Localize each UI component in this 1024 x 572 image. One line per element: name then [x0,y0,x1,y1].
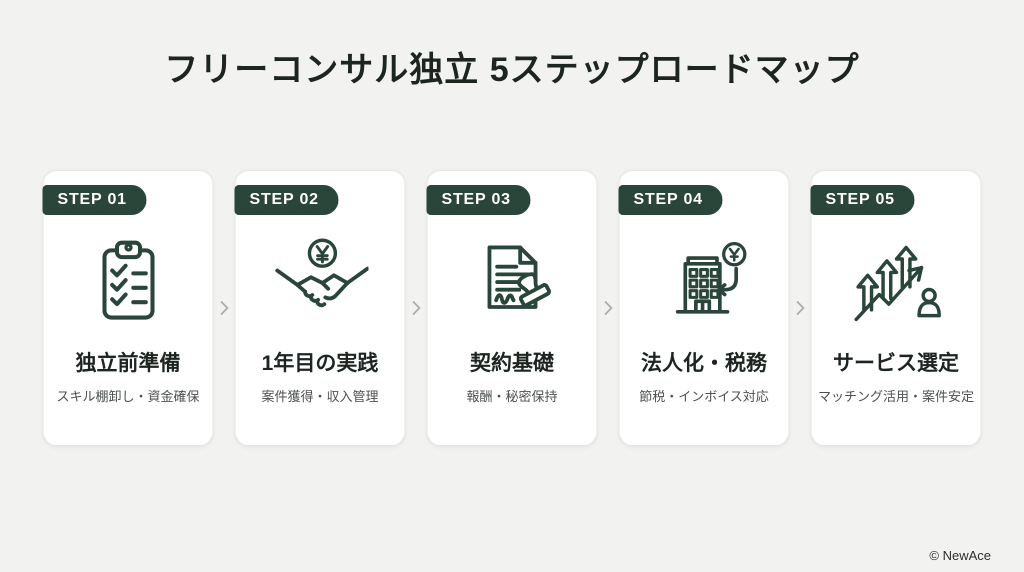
handshake-yen-icon [274,238,368,308]
footer-credit: © NewAce [929,548,991,563]
step-04-subtitle: 節税・インボイス対応 [639,389,769,404]
step-04-title: 法人化・税務 [641,352,767,375]
step-01-subtitle: スキル棚卸し・資金確保 [56,389,200,404]
step-card-01: STEP 01 独立前準備 スキル棚卸し・資金確保 [42,170,214,446]
step-05-badge: STEP 05 [810,185,915,215]
step-04-badge: STEP 04 [618,185,723,215]
step-05-subtitle: マッチング活用・案件安定 [817,389,974,404]
steps-row: STEP 01 独立前準備 スキル棚卸し・資金確保 [42,170,982,446]
building-yen-icon [675,242,746,314]
next-step-chevron-icon [220,301,228,315]
step-03-badge: STEP 03 [426,185,531,215]
step-05-title: サービス選定 [833,352,959,375]
step-card-04: STEP 04 [618,170,790,446]
step-02-badge: STEP 02 [234,185,339,215]
contract-stamp-icon [487,245,551,309]
clipboard-checklist-icon [101,240,155,320]
growth-arrows-person-icon [853,245,941,322]
step-02-title: 1年目の実践 [261,352,379,375]
step-card-03: STEP 03 契約基礎 報酬・秘密保持 [426,170,598,446]
step-03-title: 契約基礎 [470,352,554,375]
step-03-subtitle: 報酬・秘密保持 [466,389,558,404]
step-02-subtitle: 案件獲得・収入管理 [261,389,379,404]
next-step-chevron-icon [412,301,420,315]
step-card-05: STEP 05 サービス選定 マッチング活用・案件安定 [810,170,982,446]
step-card-02: STEP 02 [234,170,406,446]
step-01-title: 独立前準備 [75,352,181,375]
page-title: フリーコンサル独立 5ステップロードマップ [164,51,860,89]
next-step-chevron-icon [604,301,612,315]
step-01-badge: STEP 01 [42,185,147,215]
next-step-chevron-icon [796,301,804,315]
